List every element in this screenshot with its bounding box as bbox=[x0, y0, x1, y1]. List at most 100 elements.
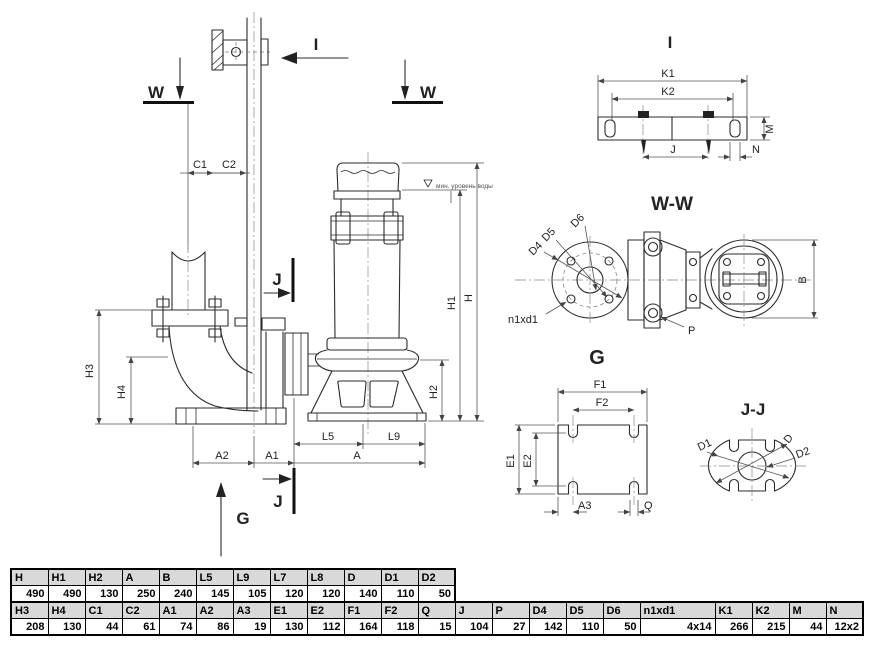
table-header-cell: L7 bbox=[269, 568, 308, 586]
table-header-cell: J bbox=[454, 601, 493, 619]
discharge-elbow bbox=[151, 242, 287, 425]
table-value-cell: 44 bbox=[84, 618, 123, 636]
dim-h3-h4: H3 H4 bbox=[84, 309, 176, 425]
table-value-cell: 110 bbox=[380, 585, 419, 603]
table-value-cell: 104 bbox=[454, 618, 493, 636]
table-value-cell: 120 bbox=[306, 585, 345, 603]
view-g-title: G bbox=[589, 347, 605, 369]
svg-text:D5: D5 bbox=[540, 226, 558, 244]
svg-text:L5: L5 bbox=[322, 431, 334, 443]
table-value-cell: 112 bbox=[306, 618, 345, 636]
table-value-cell: 145 bbox=[195, 585, 234, 603]
j-section-top: J bbox=[263, 258, 295, 302]
svg-text:E1: E1 bbox=[505, 454, 517, 467]
svg-text:H: H bbox=[463, 294, 475, 302]
table-header-cell: L5 bbox=[195, 568, 234, 586]
svg-text:C1: C1 bbox=[193, 159, 207, 171]
table-header-cell: H2 bbox=[84, 568, 123, 586]
svg-text:H3: H3 bbox=[84, 364, 96, 378]
w-marker-left: W bbox=[143, 57, 194, 104]
table-header-cell: D2 bbox=[417, 568, 456, 586]
w-marker-right: W bbox=[392, 59, 443, 104]
svg-text:K2: K2 bbox=[661, 86, 674, 98]
svg-text:W: W bbox=[148, 83, 165, 102]
pump bbox=[234, 152, 427, 434]
table-value-cell: 61 bbox=[121, 618, 160, 636]
table-header-cell: D4 bbox=[528, 601, 567, 619]
view-ww: W-W D4 D5 D6 n1xd1 bbox=[508, 194, 818, 337]
table-value-cell: 215 bbox=[751, 618, 790, 636]
table-value-cell: 266 bbox=[714, 618, 753, 636]
svg-text:M: M bbox=[764, 124, 776, 133]
dim-bottom: L5 L9 A2 A1 A bbox=[192, 398, 426, 468]
table-value-cell: 4x14 bbox=[639, 618, 716, 636]
table-header-cell: D bbox=[343, 568, 382, 586]
table-header-cell: C1 bbox=[84, 601, 123, 619]
svg-text:D6: D6 bbox=[569, 212, 587, 230]
pump-dimension-drawing: I W W C1 C2 bbox=[84, 12, 818, 557]
table-header-cell: L8 bbox=[306, 568, 345, 586]
table-value-cell: 130 bbox=[84, 585, 123, 603]
ww-flange: D4 D5 D6 n1xd1 bbox=[508, 212, 629, 326]
svg-text:E2: E2 bbox=[522, 454, 534, 467]
svg-text:мин. уровень воды: мин. уровень воды bbox=[436, 183, 493, 190]
table-header-cell: E1 bbox=[269, 601, 308, 619]
svg-text:A2: A2 bbox=[215, 450, 228, 462]
table-header-cell: n1xd1 bbox=[639, 601, 716, 619]
table-value-cell: 12x2 bbox=[825, 618, 864, 636]
table-value-cell: 44 bbox=[788, 618, 827, 636]
svg-text:D: D bbox=[782, 432, 796, 446]
svg-text:F1: F1 bbox=[594, 379, 607, 391]
table-header-cell: D5 bbox=[565, 601, 604, 619]
table-header-cell: A bbox=[121, 568, 160, 586]
table-value-cell: 208 bbox=[10, 618, 49, 636]
svg-text:D4: D4 bbox=[527, 240, 545, 258]
table-value-cell: 490 bbox=[10, 585, 49, 603]
ww-bracket bbox=[627, 231, 701, 329]
table-header-cell: B bbox=[158, 568, 197, 586]
svg-text:J: J bbox=[272, 270, 281, 289]
svg-text:D2: D2 bbox=[794, 445, 811, 461]
svg-text:P: P bbox=[688, 325, 695, 337]
table-header-cell: E2 bbox=[306, 601, 345, 619]
table-value-cell: 250 bbox=[121, 585, 160, 603]
table-value-cell: 120 bbox=[269, 585, 308, 603]
rail-bracket bbox=[211, 29, 270, 71]
svg-text:D1: D1 bbox=[696, 437, 714, 454]
table-value-cell: 50 bbox=[602, 618, 641, 636]
table-header-cell: D6 bbox=[602, 601, 641, 619]
j-section-bottom: J bbox=[262, 468, 296, 514]
svg-text:G: G bbox=[236, 509, 249, 528]
table-value-cell: 15 bbox=[417, 618, 456, 636]
svg-text:J: J bbox=[273, 492, 282, 511]
svg-text:W: W bbox=[420, 83, 437, 102]
view-jj-title: J-J bbox=[741, 400, 766, 419]
svg-text:Q: Q bbox=[644, 500, 653, 512]
table-header-cell: F2 bbox=[380, 601, 419, 619]
table-header-cell: H4 bbox=[47, 601, 86, 619]
table-header-cell: P bbox=[491, 601, 530, 619]
table-value-cell: 118 bbox=[380, 618, 419, 636]
svg-text:H2: H2 bbox=[428, 385, 440, 399]
view-i-title: I bbox=[668, 33, 673, 52]
svg-text:F2: F2 bbox=[596, 397, 609, 409]
view-jj: J-J D1 D D2 bbox=[696, 400, 812, 503]
table-header-cell: H3 bbox=[10, 601, 49, 619]
table-header-cell: H1 bbox=[47, 568, 86, 586]
min-water-level: мин. уровень воды bbox=[423, 179, 493, 203]
view-i: I K1 K2 J M N bbox=[597, 33, 776, 161]
svg-text:A: A bbox=[353, 450, 361, 462]
table-value-cell: 130 bbox=[269, 618, 308, 636]
view-g: G F1 F2 E1 E2 A3 Q bbox=[505, 347, 653, 516]
table-header-cell: K1 bbox=[714, 601, 753, 619]
table-header-cell: A3 bbox=[232, 601, 271, 619]
svg-text:n1xd1: n1xd1 bbox=[508, 314, 538, 326]
svg-text:J: J bbox=[670, 144, 676, 156]
table-value-cell: 140 bbox=[343, 585, 382, 603]
table-header-cell: C2 bbox=[121, 601, 160, 619]
